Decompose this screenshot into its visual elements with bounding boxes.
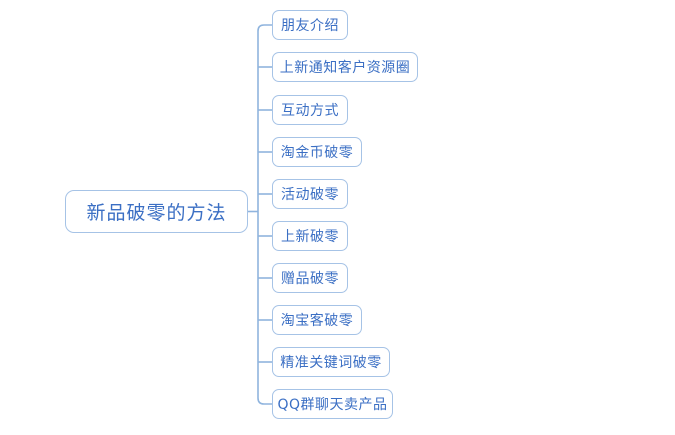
child-node-1[interactable]: 朋友介绍 (272, 10, 348, 40)
connector-branch-1 (257, 24, 272, 32)
child-node-5[interactable]: 活动破零 (272, 179, 348, 209)
child-node-2[interactable]: 上新通知客户资源圈 (272, 52, 418, 82)
child-node-8[interactable]: 淘宝客破零 (272, 305, 362, 335)
child-node-3[interactable]: 互动方式 (272, 95, 348, 125)
child-node-7[interactable]: 赠品破零 (272, 263, 348, 293)
child-node-10[interactable]: QQ群聊天卖产品 (272, 389, 393, 419)
child-node-6[interactable]: 上新破零 (272, 221, 348, 251)
child-node-4[interactable]: 淘金币破零 (272, 137, 362, 167)
connector-branch-10 (257, 397, 272, 405)
child-node-9[interactable]: 精准关键词破零 (272, 347, 390, 377)
root-node[interactable]: 新品破零的方法 (65, 190, 248, 233)
